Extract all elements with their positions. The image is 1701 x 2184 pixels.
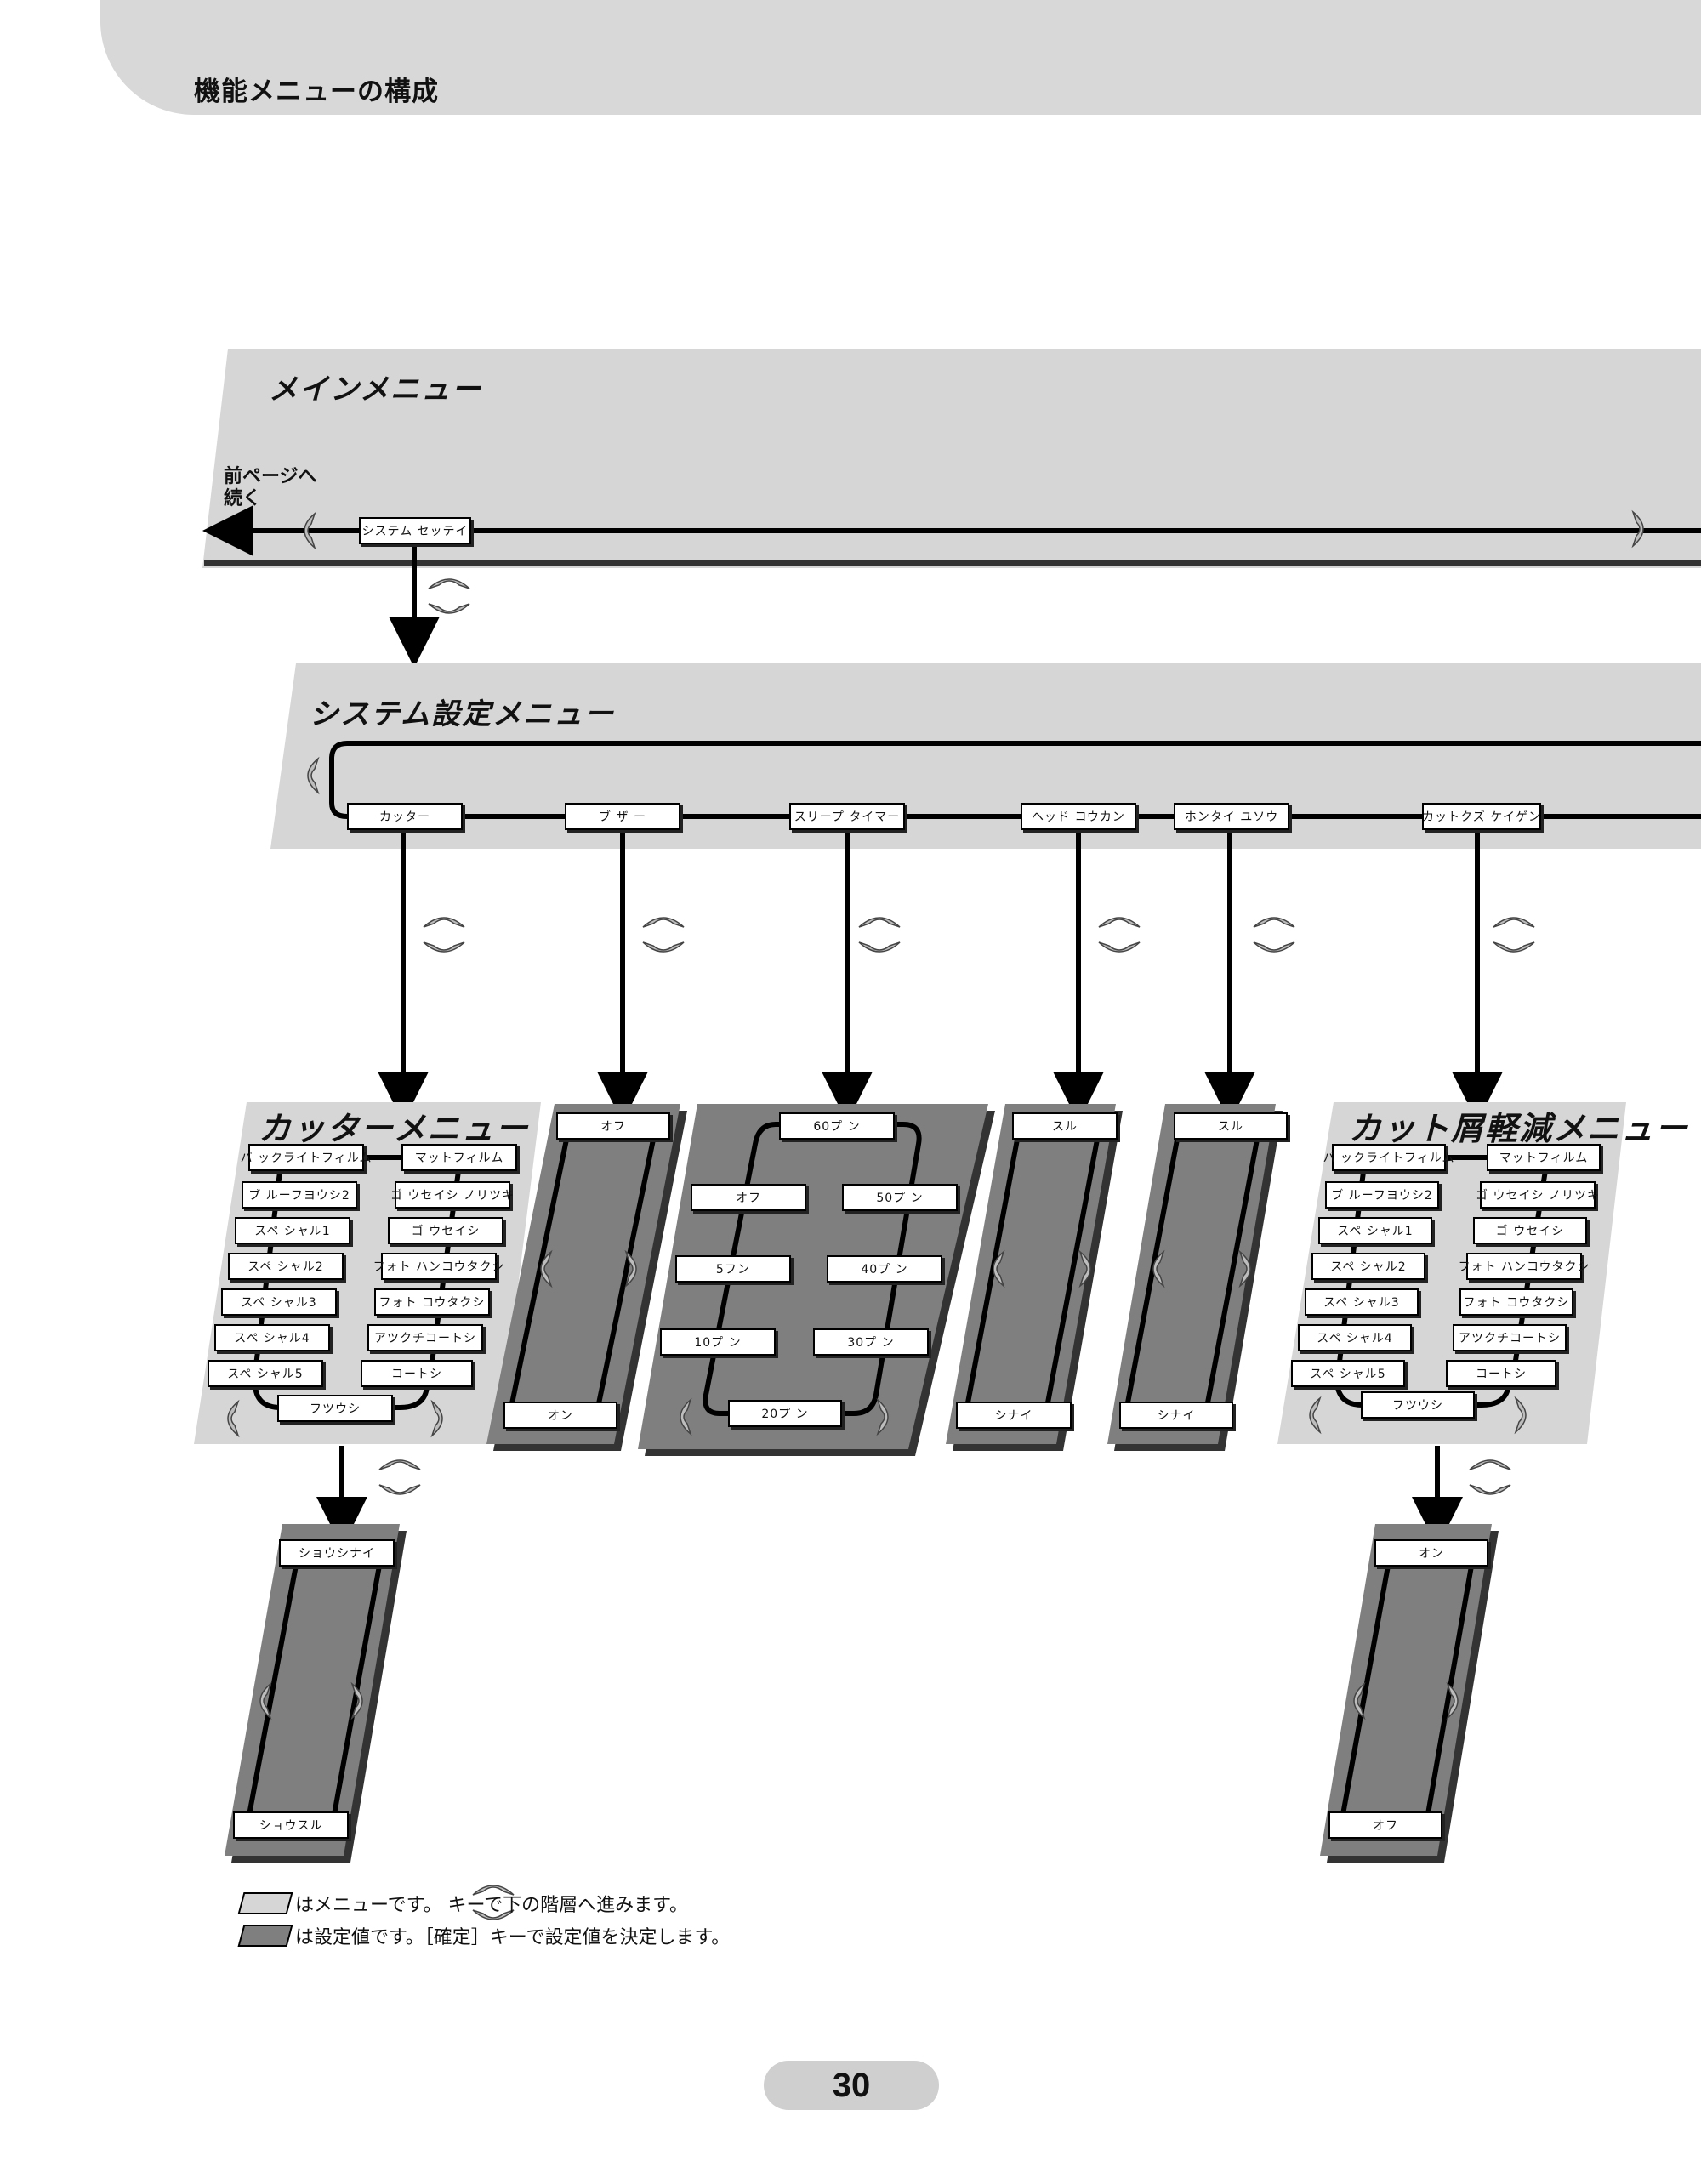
legend-menu-text: はメニューです。 キーで下の階層へ進みます。 [295, 1895, 688, 1916]
head-setting-panel [946, 1104, 1123, 1451]
setting-swatch [237, 1925, 293, 1947]
page-number: 30 [764, 2061, 939, 2110]
system-item-cut-dust[interactable]: カットクズ ケイゲン [1422, 803, 1541, 830]
cutdust-item-l3[interactable]: スペ シャル1 [1318, 1217, 1432, 1244]
system-arrows [378, 829, 1535, 1123]
transport-setting-top[interactable]: スル [1174, 1112, 1288, 1140]
cutdust-item-r5[interactable]: フォト コウタクシ [1459, 1288, 1573, 1316]
head-setting-top[interactable]: スル [1012, 1112, 1118, 1140]
cutter-item-l6[interactable]: スペ シャル4 [214, 1324, 330, 1351]
cutdust-item-l4[interactable]: スペ シャル2 [1311, 1253, 1425, 1280]
system-item-buzzer[interactable]: ブ ザ ー [565, 803, 680, 830]
cutter-setting-top[interactable]: ショウシナイ [279, 1539, 395, 1567]
system-item-sleep-timer[interactable]: スリープ タイマー [789, 803, 905, 830]
cutdust-menu-title: カット屑軽減メニュー [1349, 1110, 1690, 1147]
legend-menu: はメニューです。 キーで下の階層へ進みます。 [237, 1889, 688, 1918]
cutter-setting-bottom[interactable]: ショウスル [233, 1811, 349, 1839]
cutter-item-r7[interactable]: コートシ [361, 1360, 473, 1387]
page-title: 機能メニューの構成 [194, 77, 439, 107]
legend-setting: は設定値です。［確定］キーで設定値を決定します。 [237, 1921, 731, 1950]
cutter-item-r4[interactable]: フォト ハンコウタクシ [373, 1253, 503, 1280]
cutdust-item-l6[interactable]: スペ シャル4 [1298, 1324, 1412, 1351]
menu-swatch [237, 1892, 293, 1914]
cutdust-item-r4[interactable]: フォト ハンコウタクシ [1459, 1253, 1589, 1280]
transport-setting-bottom[interactable]: シナイ [1119, 1402, 1233, 1429]
sleep-setting-r2[interactable]: 40プ ン [827, 1255, 942, 1283]
cutdust-item-l7[interactable]: スペ シャル5 [1291, 1360, 1405, 1387]
system-menu-panel [270, 663, 1701, 849]
cutter-item-l2[interactable]: ブ ルーフヨウシ2 [242, 1181, 357, 1209]
cutdust-item-r7[interactable]: コートシ [1446, 1360, 1556, 1387]
head-setting-bottom[interactable]: シナイ [956, 1402, 1072, 1429]
system-item-cutter[interactable]: カッター [347, 803, 463, 830]
buzzer-setting-bottom[interactable]: オン [503, 1402, 617, 1429]
cutter-item-r2[interactable]: ゴ ウセイシ ノリツキ [390, 1181, 514, 1209]
cutdust-item-r3[interactable]: ゴ ウセイシ [1473, 1217, 1587, 1244]
cutter-item-l4[interactable]: スペ シャル2 [228, 1253, 344, 1280]
cutdust-item-l1[interactable]: バ ックライトフィルム [1323, 1144, 1454, 1171]
system-item-head-replace[interactable]: ヘッド コウカン [1021, 803, 1136, 830]
prev-page-label: 前ページへ 続く [224, 466, 317, 509]
cutter-setting-panel [225, 1524, 407, 1863]
buzzer-setting-panel [486, 1104, 687, 1451]
sleep-setting-bottom[interactable]: 20プ ン [728, 1400, 842, 1427]
menu-item-system-settings[interactable]: システム セッテイ [359, 517, 471, 544]
sleep-setting-l2[interactable]: 5フン [675, 1255, 791, 1283]
cutter-item-l7[interactable]: スペ シャル5 [208, 1360, 323, 1387]
system-item-transport[interactable]: ホンタイ ユソウ [1174, 803, 1289, 830]
system-menu-title: システム設定メニュー [310, 697, 615, 731]
buzzer-setting-top[interactable]: オフ [556, 1112, 670, 1140]
sleep-setting-top[interactable]: 60プ ン [779, 1112, 895, 1140]
sleep-setting-l3[interactable]: 10プ ン [660, 1328, 776, 1356]
cutter-item-l3[interactable]: スペ シャル1 [235, 1217, 350, 1244]
cutdust-item-r1[interactable]: マットフィルム [1487, 1144, 1601, 1171]
sleep-setting-l1[interactable]: オフ [691, 1184, 806, 1211]
legend-setting-text: は設定値です。［確定］キーで設定値を決定します。 [295, 1927, 731, 1948]
cutdust-setting-top[interactable]: オン [1374, 1539, 1488, 1567]
cutter-item-r1[interactable]: マットフィルム [401, 1144, 517, 1171]
cutter-item-l1[interactable]: バ ックライトフィルム [241, 1144, 371, 1171]
cutter-item-r6[interactable]: アツクチコートシ [367, 1324, 483, 1351]
cutter-item-r5[interactable]: フォト コウタクシ [374, 1288, 490, 1316]
cutdust-item-r2[interactable]: ゴ ウセイシ ノリツキ [1476, 1181, 1599, 1209]
cutdust-item-r6[interactable]: アツクチコートシ [1453, 1324, 1567, 1351]
main-menu-title: メインメニュー [269, 373, 482, 407]
cutdust-item-bottom[interactable]: フツウシ [1361, 1391, 1475, 1419]
cutter-item-l5[interactable]: スペ シャル3 [221, 1288, 337, 1316]
transport-setting-panel [1107, 1104, 1283, 1451]
sleep-setting-r3[interactable]: 30プ ン [813, 1328, 929, 1356]
header-band [100, 0, 1701, 115]
cutter-item-bottom[interactable]: フツウシ [277, 1395, 393, 1422]
cutdust-setting-panel [1320, 1524, 1499, 1863]
cutdust-item-l2[interactable]: ブ ルーフヨウシ2 [1325, 1181, 1439, 1209]
cutter-item-r3[interactable]: ゴ ウセイシ [388, 1217, 503, 1244]
cutdust-setting-bottom[interactable]: オフ [1328, 1811, 1442, 1839]
cutdust-item-l5[interactable]: スペ シャル3 [1305, 1288, 1419, 1316]
cutter-menu-title: カッターメニュー [259, 1110, 530, 1147]
main-menu-panel [202, 349, 1701, 568]
sleep-setting-r1[interactable]: 50プ ン [842, 1184, 958, 1211]
